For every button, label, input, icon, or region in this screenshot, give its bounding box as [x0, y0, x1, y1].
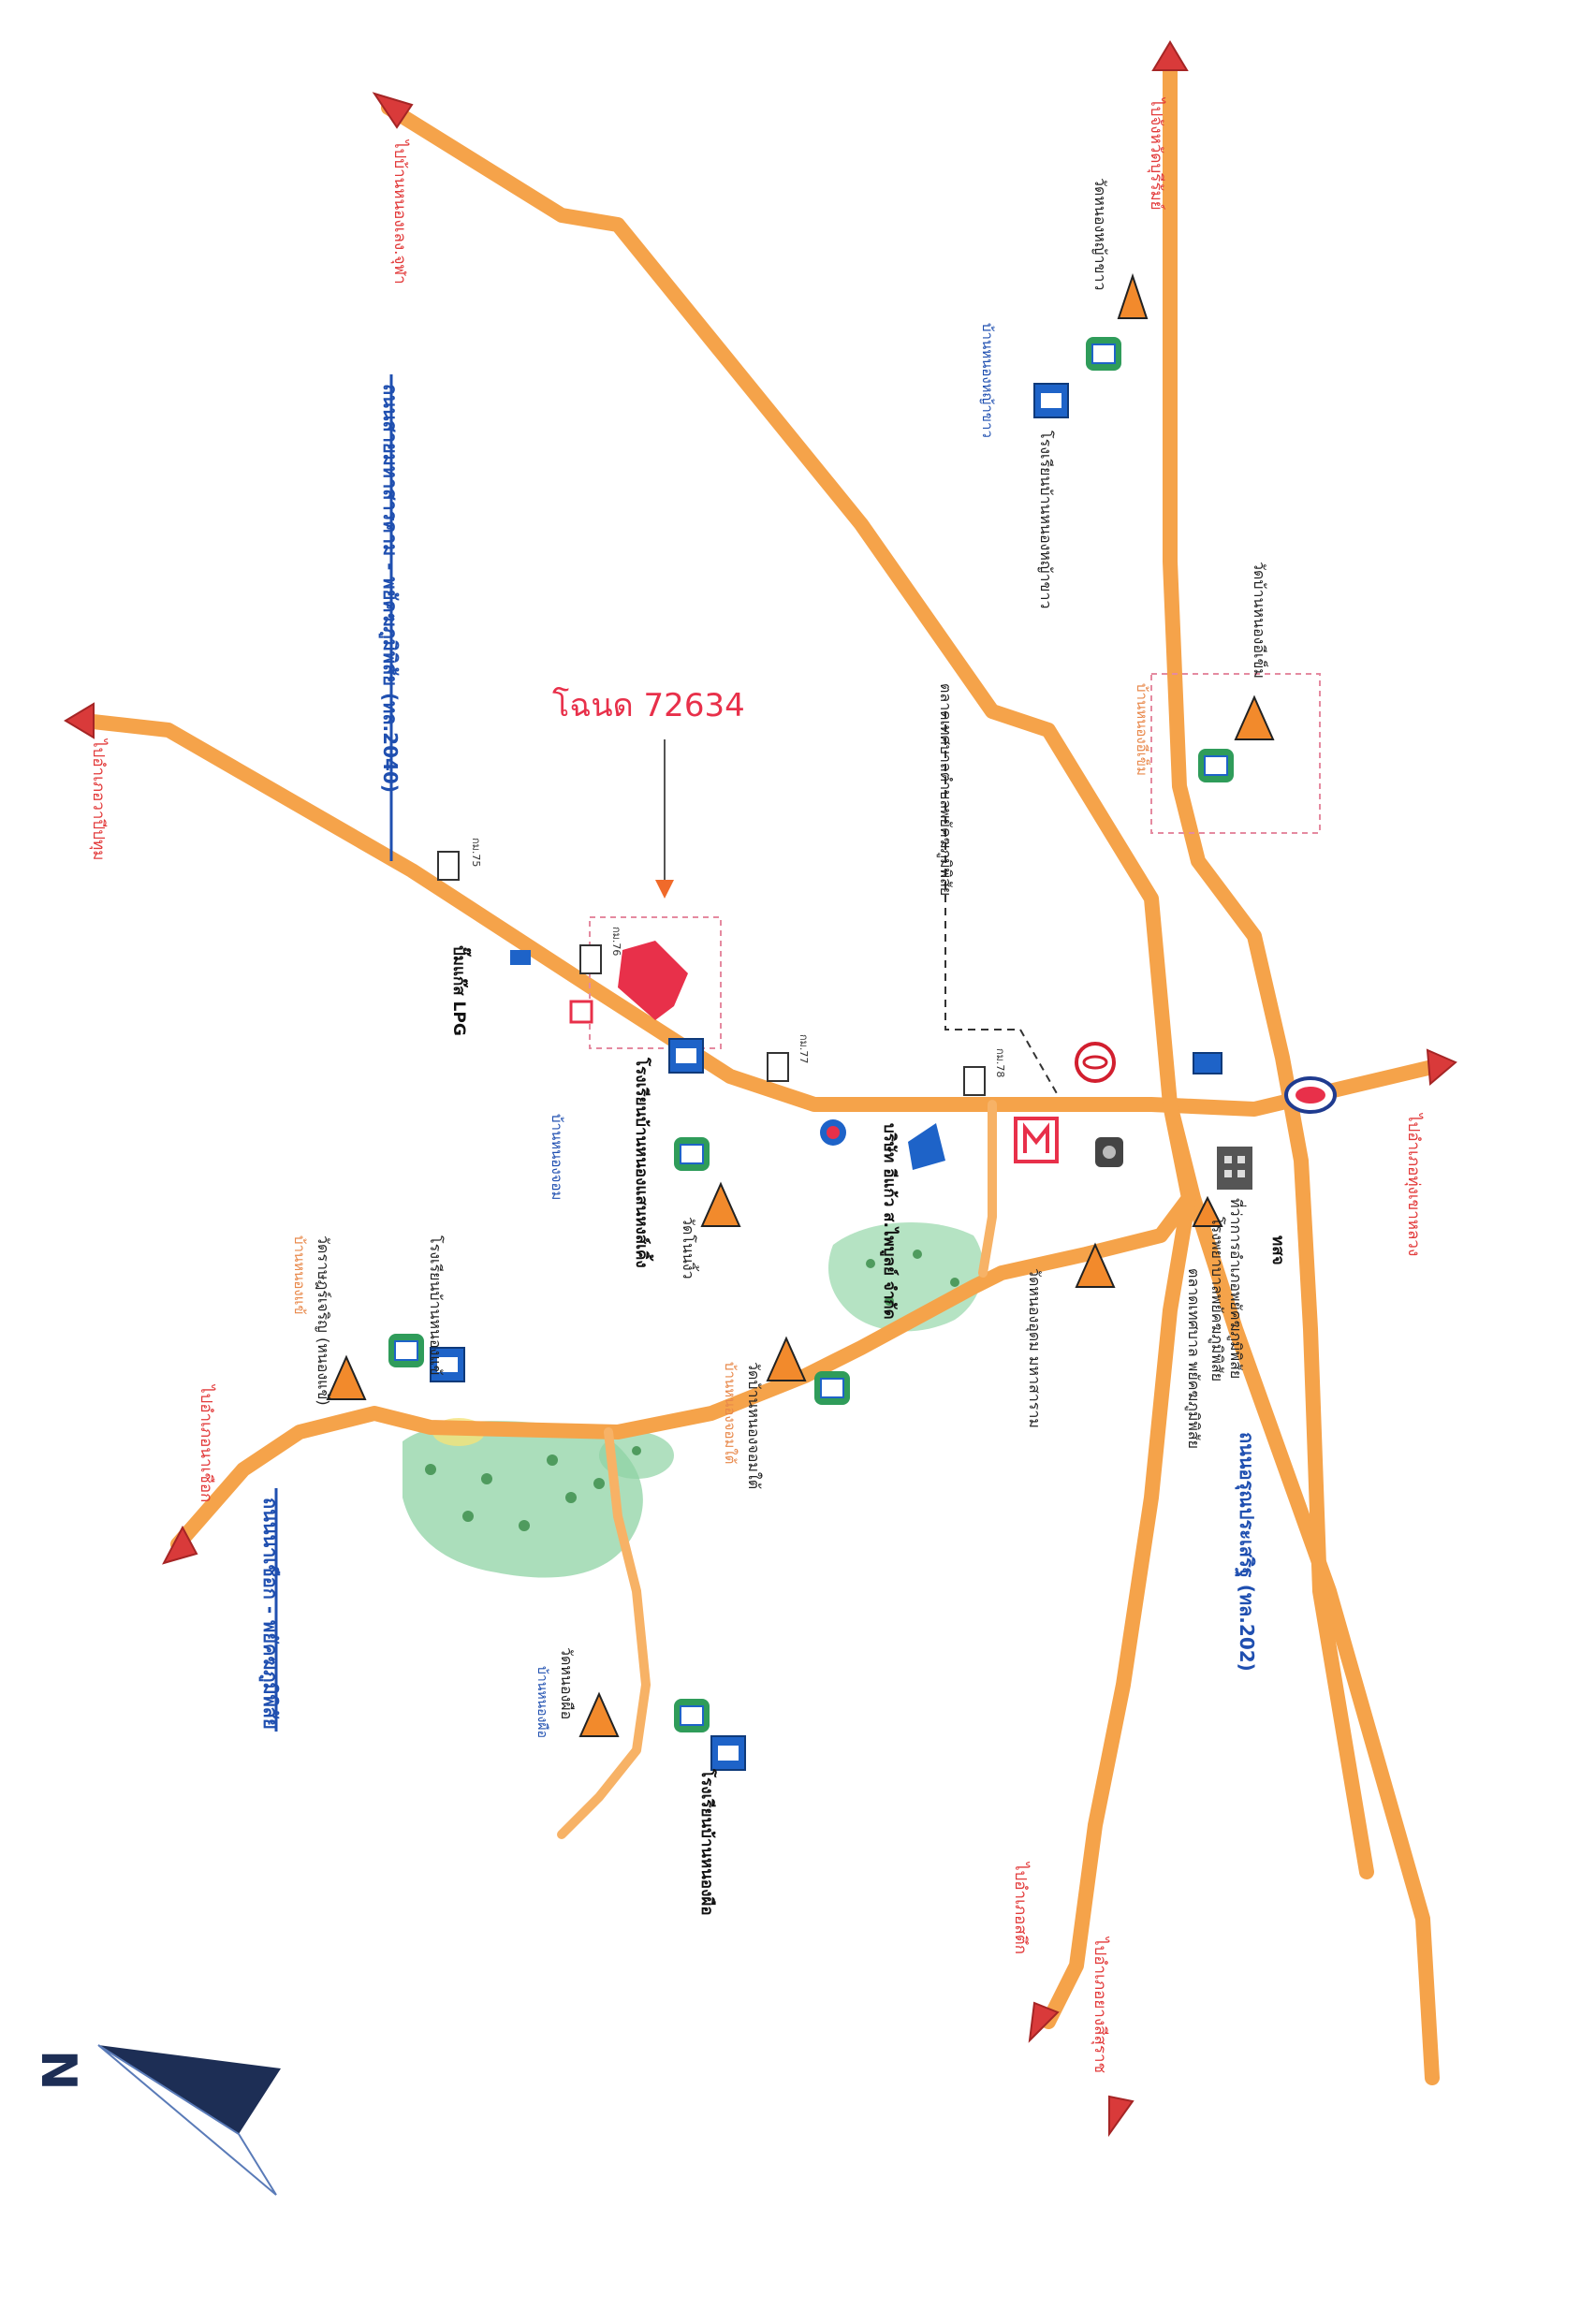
- label-district-office: ที่ว่าการอำเภอพยัคฆภูมิพิสัย: [1226, 1198, 1247, 1379]
- dest-nachueak: ไปอำเภอนาเชือก: [197, 1383, 216, 1502]
- dest-thung-khao-luang: ไปอำเภอทุ่งเขาหลวง: [1404, 1112, 1424, 1256]
- deed-label: โฉนด 72634: [552, 687, 745, 724]
- label-tsj: ทสจ: [1268, 1235, 1287, 1265]
- north-label: N: [30, 2050, 86, 2091]
- school-icon-nong-khae: [430, 1347, 465, 1382]
- dest-yang-sisurat: ไปอำเภอยางสีสุราช: [1091, 1936, 1110, 2073]
- temple-icon-non-ngio: [700, 1181, 741, 1227]
- km-marker-76: กม.76: [579, 927, 622, 974]
- temple-icon-nong-udom: [1075, 1242, 1116, 1288]
- road-label-2040: ถนนสายมหาสารคาม - พยัคฆภูมิพิสัย (ทล.204…: [377, 384, 402, 793]
- school-icon-nong-ya-khao: [1033, 383, 1069, 418]
- temple-icon-nong-chom-tai: [766, 1336, 807, 1381]
- market-boundary-line: [944, 711, 1059, 1096]
- dest-satuek: ไปอำเภอสตึก: [1011, 1861, 1031, 1954]
- label-ban-nong-chom-tai: บ้านหนองจอมใต้: [722, 1362, 739, 1464]
- place-labels: วัดหนองหญ้าขาว โรงเรียนบ้านหนองหญ้าขาว บ…: [291, 178, 1287, 1916]
- label-wat-nong-ya-khao: วัดหนองหญ้าขาว: [1091, 178, 1109, 290]
- plot-pointer-head: [655, 880, 674, 899]
- km-marker-78: กม.78: [963, 1048, 1006, 1096]
- school-icons: [430, 383, 1069, 1771]
- label-ban-nong-chom: บ้านหนองจอม: [549, 1114, 565, 1200]
- arrow-satuek: [1028, 2001, 1060, 2043]
- shop-icon: [1095, 1137, 1123, 1167]
- svg-text:กม.78: กม.78: [994, 1048, 1006, 1077]
- lpg-icon: [510, 950, 593, 1024]
- village-icons: [388, 337, 1234, 1732]
- temple-icon-rat-charoen: [326, 1354, 367, 1400]
- label-ban-nong-ikhem: บ้านหนองอีเข็ม: [1134, 683, 1151, 776]
- svg-text:กม.75: กม.75: [470, 838, 482, 867]
- road-to-nong-hong: [1041, 1191, 1196, 2029]
- esso-icon: [1284, 1076, 1337, 1114]
- label-lpg: ปั๊มแก๊ส LPG: [449, 945, 472, 1036]
- road-label-202: ถนนอรุณประเสริฐ (ทล.202): [1234, 1432, 1258, 1672]
- village-icon-nong-khae: [388, 1334, 424, 1367]
- label-hospital: โรงพยาบาลพยัคฆภูมิพิสัย: [1208, 1217, 1226, 1381]
- arrow-wapi: [64, 702, 95, 739]
- label-wat-rat-charoen: วัดราษฎร์เจริญ (หนองแข้): [315, 1235, 332, 1406]
- seven-eleven-icon: [1014, 1117, 1059, 1163]
- road-to-nong-phue: [557, 1427, 651, 1839]
- plot-highlight-frame: [589, 916, 722, 1049]
- temple-icon-nong-phue: [578, 1691, 620, 1737]
- label-school-nong-ya-khao: โรงเรียนบ้านหนองหญ้าขาว: [1037, 431, 1055, 608]
- label-school-nong-saen-hong: โรงเรียนบ้านหนองแสนหงส์เคิ้ง: [632, 1057, 654, 1268]
- label-company: บริษัท อีแก้ว ส.ไพบูลย์ จำกัด: [879, 1123, 900, 1320]
- hospital-icon: [1217, 1147, 1252, 1190]
- road-to-wapi-pathum: [77, 713, 1440, 1117]
- arrow-buriram-n: [1151, 40, 1189, 71]
- destination-arrows: [64, 40, 1457, 2138]
- label-wat-non-ngio: วัดโนนงิ้ว: [680, 1217, 699, 1279]
- road-local-market: [170, 1097, 1196, 1552]
- label-market: ตลาดเทศบาล พยัคฆภูมิพิสัย: [1184, 1268, 1203, 1449]
- road-link-plot: [978, 1100, 997, 1278]
- temple-icon-nong-ya-khao: [1117, 272, 1149, 319]
- tree-markers: [425, 1250, 959, 1531]
- school-icon-nong-saen-hong: [668, 1038, 704, 1074]
- north-arrow: N: [30, 2044, 281, 2196]
- park-area-west: [403, 1421, 643, 1578]
- village-icon-nong-chom-tai: [814, 1371, 850, 1405]
- km-marker-75: กม.75: [437, 838, 482, 881]
- svg-text:กม.77: กม.77: [798, 1034, 810, 1063]
- village-icon-nong-chom: [674, 1137, 710, 1171]
- label-wat-nong-udom: วัดหนองอุดม มหาสาราม: [1025, 1268, 1044, 1428]
- label-market-office: ตลาดเทศบาลตำบลพยัคฆภูมิพิสัย: [936, 683, 955, 896]
- label-school-nong-phue: โรงเรียนบ้านหนองผือ: [697, 1768, 717, 1916]
- label-ban-nong-phue: บ้านหนองผือ: [534, 1666, 549, 1738]
- road-label-nachueak: ถนนนาเชือก - พยัคฆภูมิพิสัย: [257, 1498, 282, 1730]
- nong-ikhem-frame: [1150, 673, 1321, 834]
- village-icon-nong-ikhem: [1198, 749, 1234, 782]
- label-wat-nong-chom-tai: วัดบ้านหนองจอมใต้: [745, 1362, 763, 1489]
- office-icon: [1193, 1052, 1222, 1074]
- arrow-nachueak: [162, 1525, 198, 1565]
- temple-icons: [326, 272, 1275, 1737]
- ptt-icon: [820, 1119, 846, 1146]
- temple-icon-market: [1192, 1195, 1223, 1227]
- label-ban-nong-ya-khao: บ้านหนองหญ้าขาว: [979, 323, 996, 438]
- factory-icon: [908, 1123, 945, 1170]
- plot-72634: [618, 941, 688, 1020]
- toyota-icon: [1075, 1042, 1116, 1083]
- temple-icon-nong-ikhem: [1234, 694, 1275, 740]
- label-wat-nong-ikhem: วัดบ้านหนองอีเข็ม: [1251, 562, 1269, 679]
- school-icon-nong-phue: [710, 1735, 746, 1771]
- dest-wapi: ไปอำเภอวาปีปทุม: [89, 738, 109, 860]
- km-marker-77: กม.77: [767, 1034, 810, 1082]
- label-school-nong-khae: โรงเรียนบ้านหนองแข้: [427, 1235, 445, 1376]
- village-icon-nong-phue: [674, 1699, 710, 1732]
- dest-buriram-n: ไปจังหวัดบุรีรัมย์: [1147, 96, 1166, 211]
- dest-nong-leng: ไปบ้านหนองเลง.จุฬา: [390, 139, 410, 285]
- arrow-buriram-e: [1426, 1048, 1457, 1087]
- label-wat-nong-phue: วัดหนองผือ: [558, 1647, 576, 1719]
- label-ban-nong-khae: บ้านหนองแข้: [291, 1235, 308, 1315]
- svg-text:กม.76: กม.76: [610, 927, 622, 956]
- arrow-yang-sisurat: [1108, 2095, 1135, 2138]
- arrow-nong-leng: [372, 92, 414, 129]
- village-icon-nong-ya-khao: [1086, 337, 1121, 371]
